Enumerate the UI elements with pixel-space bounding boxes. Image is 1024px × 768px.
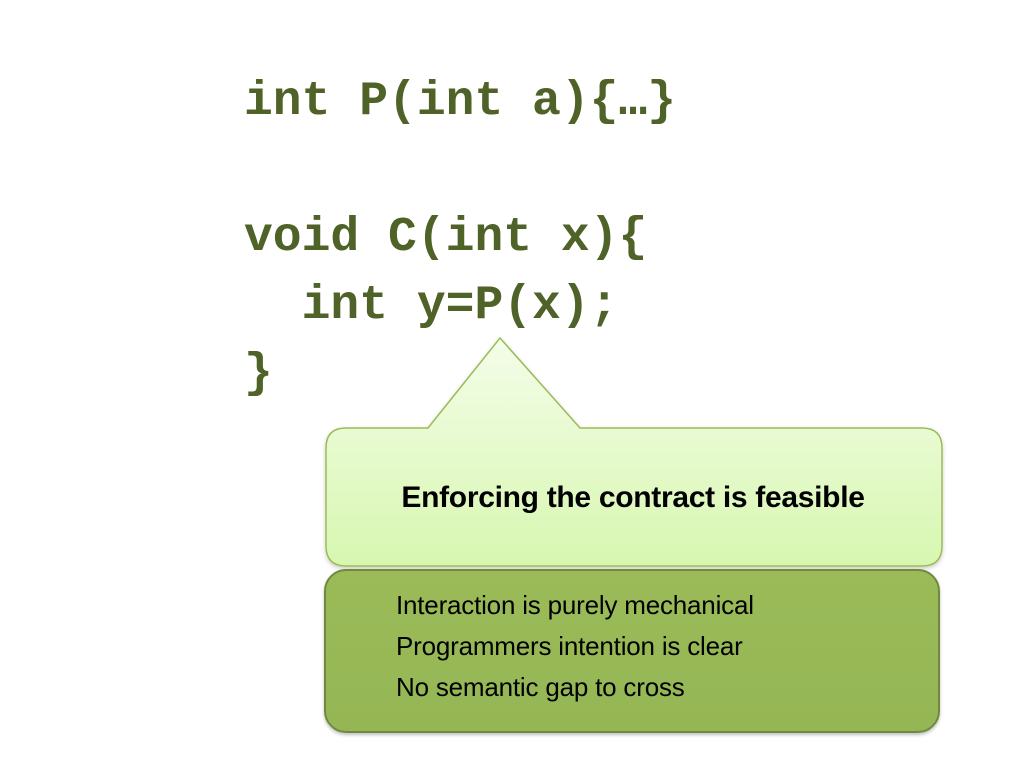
list-item: Interaction is purely mechanical <box>396 590 754 620</box>
list-item: Programmers intention is clear <box>396 631 743 661</box>
code-line-4: int y=P(x); <box>244 279 619 333</box>
notes-box: Interaction is purely mechanical Program… <box>324 569 940 733</box>
code-snippet: int P(int a){…} void C(int x){ int y=P(x)… <box>244 68 676 408</box>
callout-shape <box>325 336 943 567</box>
notes-list: Interaction is purely mechanical Program… <box>396 585 754 708</box>
code-line-1: int P(int a){…} <box>244 75 677 129</box>
list-item: No semantic gap to cross <box>396 672 685 702</box>
callout-text: Enforcing the contract is feasible <box>401 481 865 514</box>
code-line-3: void C(int x){ <box>244 211 648 265</box>
code-line-5: } <box>244 347 273 401</box>
